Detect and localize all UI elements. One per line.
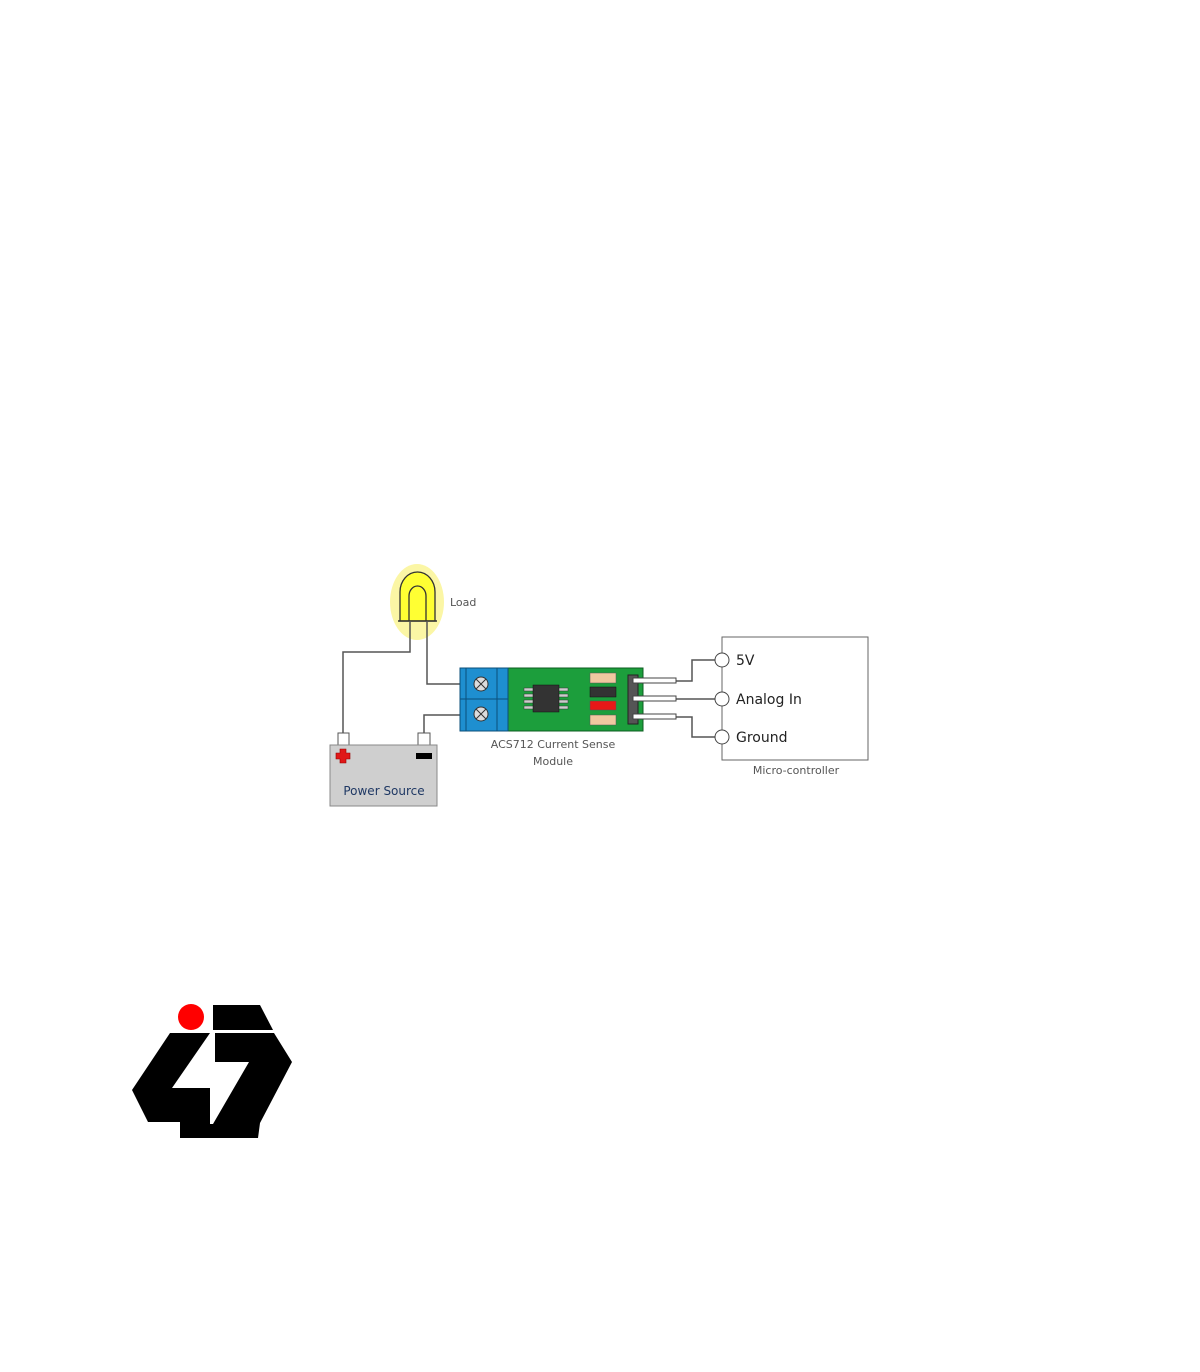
pin-label-ground: Ground <box>736 730 788 746</box>
screw-icon <box>473 706 489 722</box>
pin-label-analog-in: Analog In <box>736 692 802 708</box>
load-bulb <box>390 564 444 640</box>
ic-chip <box>523 684 569 713</box>
pin-ground <box>714 729 730 745</box>
power-source-label: Power Source <box>343 784 424 798</box>
pin-label-5v: 5V <box>736 653 755 669</box>
acs712-module <box>459 667 677 732</box>
screw-icon <box>473 676 489 692</box>
pin-analog-in <box>714 691 730 707</box>
mcu-label: Micro-controller <box>753 764 840 777</box>
logo <box>132 1004 292 1138</box>
plus-icon <box>335 748 351 764</box>
module-label-line1: ACS712 Current Sense <box>491 738 616 751</box>
micro-controller: 5V Analog In Ground <box>714 636 869 761</box>
wires <box>342 621 715 738</box>
load-label: Load <box>450 596 476 609</box>
module-label-line2: Module <box>533 755 573 768</box>
power-source: Power Source <box>329 732 438 807</box>
minus-icon <box>416 753 432 759</box>
pin-5v <box>714 652 730 668</box>
